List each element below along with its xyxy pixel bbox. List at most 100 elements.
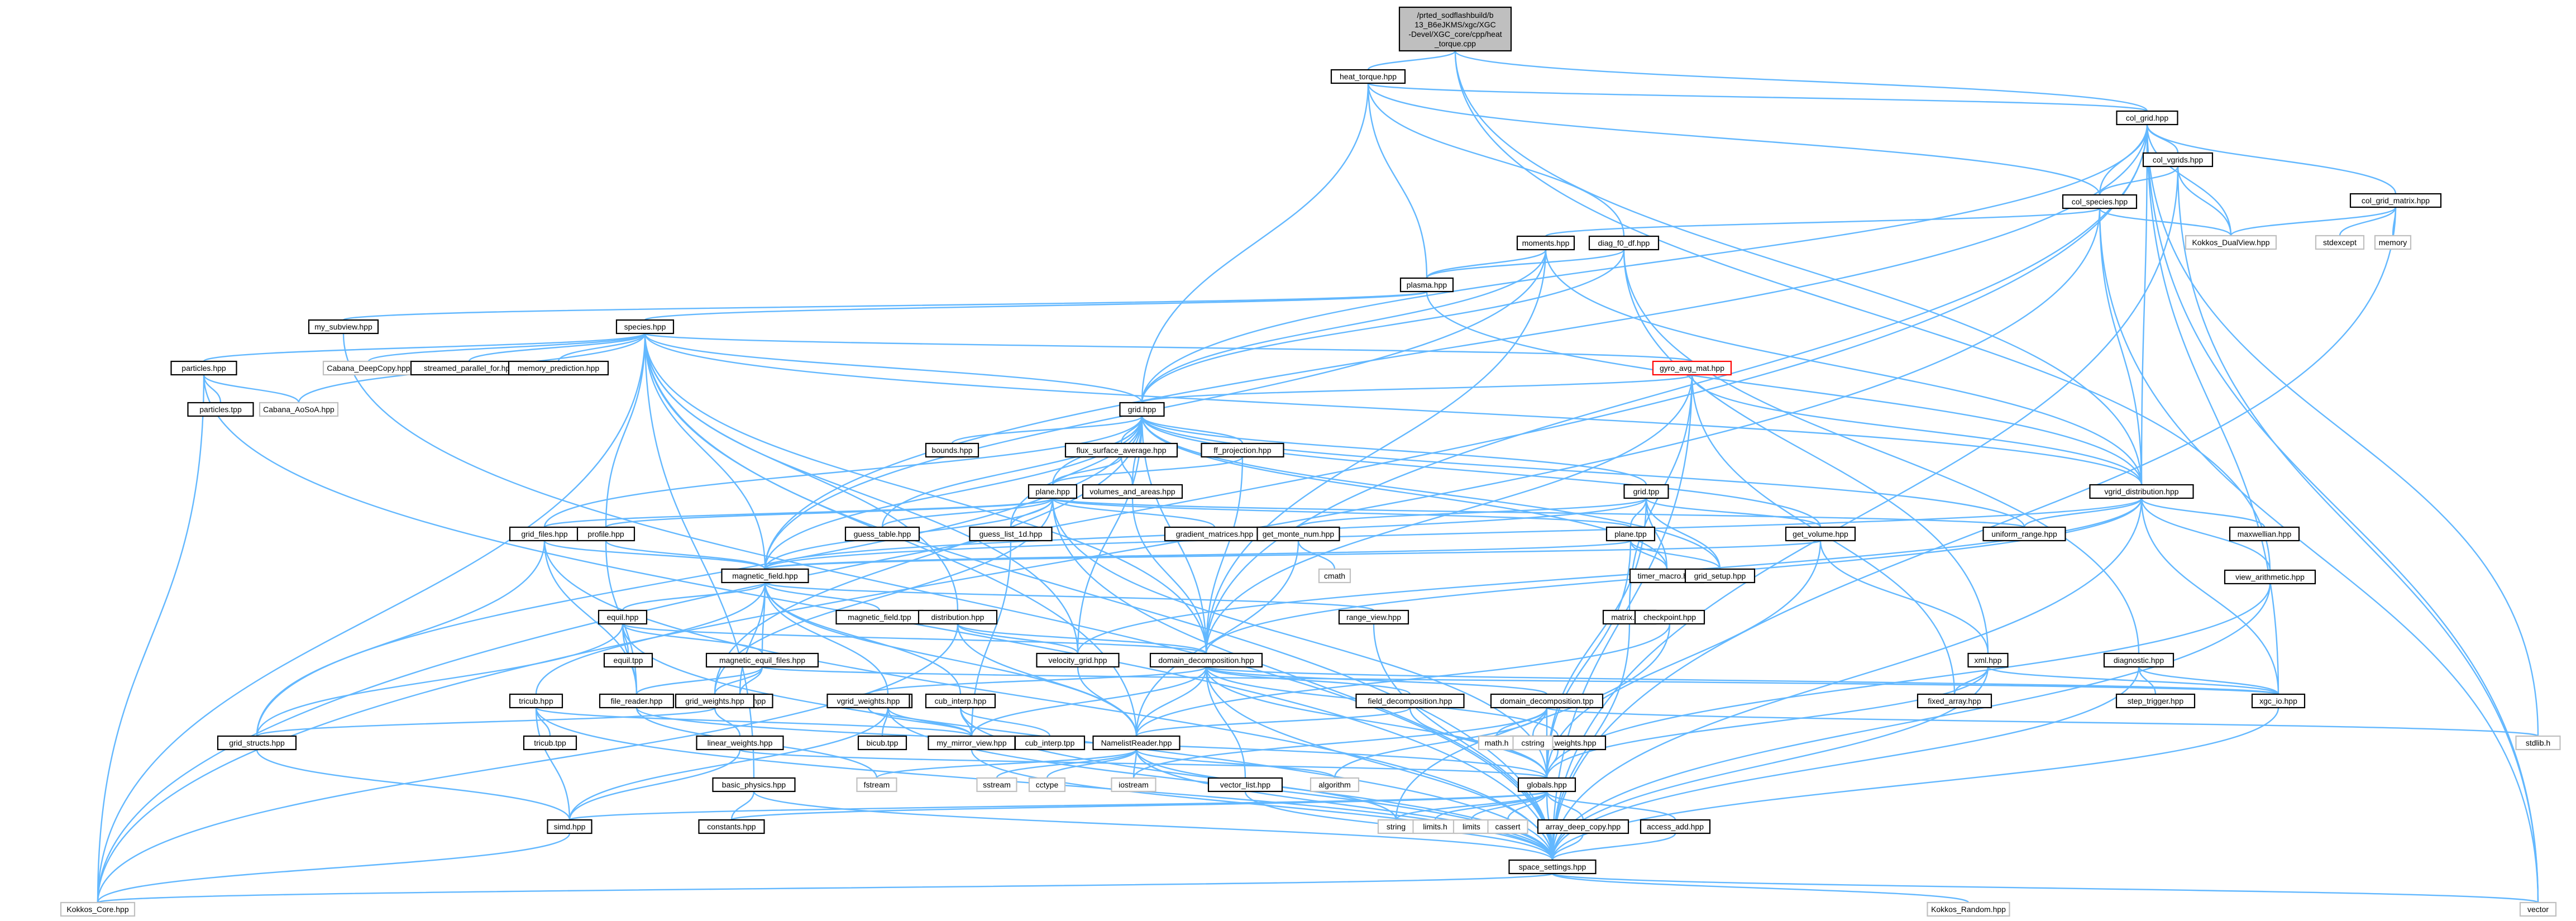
node-kokkos-random[interactable]: Kokkos_Random.hpp [1927,901,2010,917]
node-bounds[interactable]: bounds.hpp [925,442,979,458]
node-guess-table[interactable]: guess_table.hpp [844,526,920,542]
edge-range-view-to-space-settings [1373,623,1554,861]
node-velocity-grid[interactable]: velocity_grid.hpp [1036,652,1120,668]
node-col-grid[interactable]: col_grid.hpp [2116,110,2178,126]
node-label: linear_weights.hpp [708,738,773,747]
node-cctype[interactable]: cctype [1028,777,1066,793]
node-fixed-array[interactable]: fixed_array.hpp [1917,693,1992,709]
node-kokkos-dualview[interactable]: Kokkos_DualView.hpp [2185,235,2277,250]
node-domain-decomposition[interactable]: domain_decomposition.hpp [1149,652,1263,668]
node-sstream[interactable]: sstream [976,777,1017,793]
node-streamed-parallel-for[interactable]: streamed_parallel_for.hpp [410,360,528,376]
node-species[interactable]: species.hpp [615,319,675,335]
node-bicub-tpp[interactable]: bicub.tpp [857,735,907,751]
node-plane-tpp[interactable]: plane.tpp [1605,526,1656,542]
node-linear-weights[interactable]: linear_weights.hpp [696,735,784,751]
node-memory-prediction[interactable]: memory_prediction.hpp [508,360,609,376]
node-step-trigger[interactable]: step_trigger.hpp [2115,693,2196,709]
node-grid-setup[interactable]: grid_setup.hpp [1684,568,1756,584]
node-flux-surface-average[interactable]: flux_surface_average.hpp [1064,442,1178,458]
node-vector-list[interactable]: vector_list.hpp [1207,777,1283,793]
node-get-monte-num[interactable]: get_monte_num.hpp [1256,526,1340,542]
node-memory[interactable]: memory [2374,235,2412,250]
node-gyro-avg-mat[interactable]: gyro_avg_mat.hpp [1652,360,1732,376]
node-guess-list-1d[interactable]: guess_list_1d.hpp [969,526,1053,542]
node-field-decomposition[interactable]: field_decomposition.hpp [1355,693,1465,709]
node-box [2224,569,2316,585]
node-heat-torque[interactable]: heat_torque.hpp [1330,69,1406,84]
node-namelistreader[interactable]: NamelistReader.hpp [1092,735,1181,751]
node-gradient-matrices[interactable]: gradient_matrices.hpp [1164,526,1265,542]
node-tricub[interactable]: tricub.hpp [509,693,563,709]
node-col-grid-matrix[interactable]: col_grid_matrix.hpp [2349,193,2442,208]
node-domain-decomposition-tpp[interactable]: domain_decomposition.tpp [1490,693,1604,709]
node-diagnostic[interactable]: diagnostic.hpp [2103,652,2174,668]
node-plasma[interactable]: plasma.hpp [1399,277,1454,293]
node-root: /prted_sodflashbuild/b13_B6eJKMS/xgc/XGC… [1398,6,1512,52]
node-grid-weights[interactable]: grid_weights.hpp [675,693,755,709]
node-range-view[interactable]: range_view.hpp [1338,609,1409,625]
node-xml[interactable]: xml.hpp [1967,652,2009,668]
node-plane[interactable]: plane.hpp [1027,484,1078,499]
node-box [1927,901,2010,917]
node-cabana-deepcopy[interactable]: Cabana_DeepCopy.hpp [322,360,415,376]
edge-plane-to-guess-list-1d [1010,498,1054,528]
node-limits-h[interactable]: limits.h [1412,819,1458,834]
node-my-mirror-view[interactable]: my_mirror_view.hpp [928,735,1016,751]
node-magnetic-field-tpp[interactable]: magnetic_field.tpp [835,609,924,625]
node-label: algorithm [1318,780,1351,789]
node-xgc-io[interactable]: xgc_io.hpp [2251,693,2306,709]
node-basic-physics[interactable]: basic_physics.hpp [712,777,796,793]
node-view-arithmetic[interactable]: view_arithmetic.hpp [2224,569,2316,585]
node-math-h[interactable]: math.h [1478,735,1516,751]
node-grid-tpp[interactable]: grid.tpp [1623,484,1669,499]
node-my-subview[interactable]: my_subview.hpp [308,319,379,335]
node-col-species[interactable]: col_species.hpp [2062,194,2138,209]
node-distribution[interactable]: distribution.hpp [917,609,998,625]
node-maxwellian[interactable]: maxwellian.hpp [2229,526,2300,542]
node-moments[interactable]: moments.hpp [1516,235,1575,251]
node-diag-f0-df[interactable]: diag_f0_df.hpp [1588,235,1660,251]
node-ff-projection[interactable]: ff_projection.hpp [1201,442,1284,458]
node-grid[interactable]: grid.hpp [1119,402,1165,417]
node-constants[interactable]: constants.hpp [698,819,765,834]
node-access-add[interactable]: access_add.hpp [1640,819,1711,834]
node-fstream[interactable]: fstream [856,777,897,793]
node-limits[interactable]: limits [1452,819,1490,834]
node-vgrid-weights[interactable]: vgrid_weights.hpp [826,693,910,709]
node-vector[interactable]: vector [2519,901,2557,917]
node-tricub-tpp[interactable]: tricub.tpp [523,735,577,751]
node-get-volume[interactable]: get_volume.hpp [1785,526,1856,542]
node-cstring[interactable]: cstring [1512,735,1554,751]
node-equil[interactable]: equil.hpp [598,609,648,625]
node-cabana-aosoa[interactable]: Cabana_AoSoA.hpp [259,402,339,417]
node-checkpoint[interactable]: checkpoint.hpp [1634,609,1705,625]
node-profile[interactable]: profile.hpp [576,526,635,542]
node-cassert[interactable]: cassert [1487,819,1528,834]
node-equil-tpp[interactable]: equil.tpp [603,652,653,668]
node-simd[interactable]: simd.hpp [547,819,592,834]
node-uniform-range[interactable]: uniform_range.hpp [1982,526,2066,542]
node-stdexcept[interactable]: stdexcept [2315,235,2365,250]
node-particles[interactable]: particles.hpp [170,360,237,376]
node-magnetic-equil-files[interactable]: magnetic_equil_files.hpp [705,652,819,668]
node-vgrid-distribution[interactable]: vgrid_distribution.hpp [2089,484,2194,499]
node-file-reader[interactable]: file_reader.hpp [599,693,675,709]
node-grid-files[interactable]: grid_files.hpp [509,526,580,542]
node-cmath[interactable]: cmath [1318,568,1351,584]
node-space-settings[interactable]: space_settings.hpp [1508,859,1597,875]
node-col-vgrids[interactable]: col_vgrids.hpp [2142,152,2214,168]
node-volumes-and-areas[interactable]: volumes_and_areas.hpp [1082,484,1183,499]
node-kokkos-core[interactable]: Kokkos_Core.hpp [60,901,136,917]
node-grid-structs[interactable]: grid_structs.hpp [217,735,297,751]
node-stdlib-h[interactable]: stdlib.h [2515,735,2561,751]
node-particles-tpp[interactable]: particles.tpp [187,402,254,417]
node-string[interactable]: string [1377,819,1415,834]
node-iostream[interactable]: iostream [1111,777,1156,793]
node-globals[interactable]: globals.hpp [1517,777,1576,793]
node-cub-interp-tpp[interactable]: cub_interp.tpp [1014,735,1086,751]
node-magnetic-field[interactable]: magnetic_field.hpp [721,568,809,584]
node-array-deep-copy[interactable]: array_deep_copy.hpp [1537,819,1629,834]
node-algorithm[interactable]: algorithm [1309,777,1360,793]
node-cub-interp[interactable]: cub_interp.hpp [925,693,996,709]
